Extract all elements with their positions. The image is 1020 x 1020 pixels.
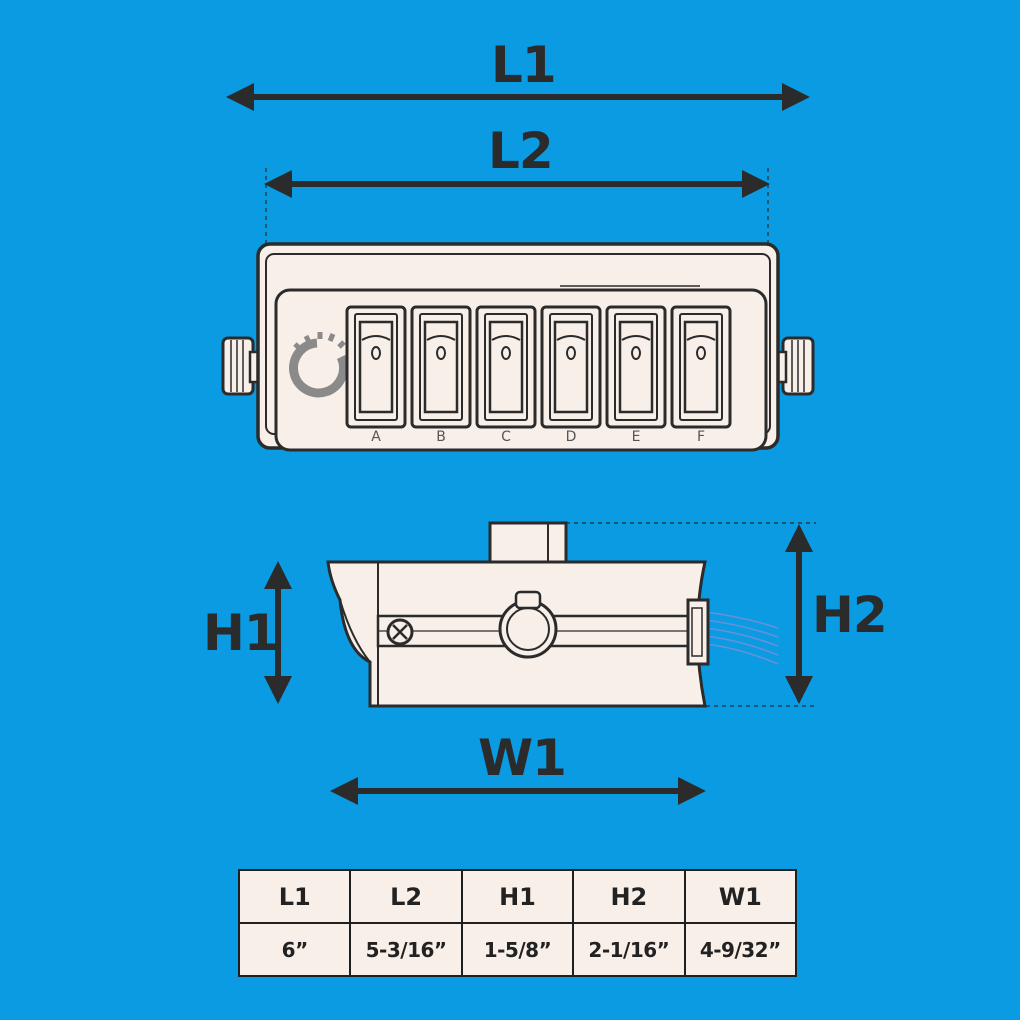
rocker-switch-c[interactable] bbox=[475, 305, 537, 429]
switch-label-e: E bbox=[631, 429, 641, 445]
dimension-spec-table: L1 L2 H1 H2 W1 6” 5-3/16” 1-5/8” 2-1/16”… bbox=[237, 869, 798, 977]
table-header-row: L1 L2 H1 H2 W1 bbox=[237, 869, 798, 924]
rocker-switch-d[interactable] bbox=[540, 305, 602, 429]
value-h1: 1-5/8” bbox=[460, 922, 575, 977]
header-l2: L2 bbox=[349, 869, 463, 924]
value-l2: 5-3/16” bbox=[349, 922, 463, 977]
h2-extension-lines bbox=[566, 522, 816, 707]
l2-label: L2 bbox=[488, 122, 554, 180]
value-l1: 6” bbox=[237, 922, 352, 977]
l1-label: L1 bbox=[491, 36, 557, 94]
h1-label: H1 bbox=[203, 604, 279, 662]
w1-label: W1 bbox=[478, 729, 567, 787]
switch-label-b: B bbox=[436, 429, 446, 445]
left-knob-icon bbox=[221, 336, 264, 396]
l2-extension-lines bbox=[265, 168, 769, 245]
screw-icon bbox=[386, 618, 414, 646]
rocker-switch-b[interactable] bbox=[410, 305, 472, 429]
right-knob-icon bbox=[772, 336, 815, 396]
header-h2: H2 bbox=[572, 869, 686, 924]
header-w1: W1 bbox=[683, 869, 798, 924]
switch-label-c: C bbox=[501, 429, 511, 445]
switch-label-a: A bbox=[371, 429, 381, 445]
rocker-switch-a[interactable] bbox=[345, 305, 407, 429]
table-value-row: 6” 5-3/16” 1-5/8” 2-1/16” 4-9/32” bbox=[237, 922, 798, 977]
h1-arrow bbox=[264, 561, 292, 704]
l2-arrow bbox=[264, 170, 770, 198]
h2-arrow bbox=[785, 524, 813, 704]
l1-arrow bbox=[226, 83, 810, 111]
wire-bundle bbox=[704, 611, 779, 665]
header-l1: L1 bbox=[237, 869, 352, 924]
switch-label-f: F bbox=[696, 429, 706, 445]
segmented-ring-logo-icon bbox=[289, 332, 349, 398]
front-view-panel bbox=[221, 242, 815, 452]
h2-label: H2 bbox=[812, 586, 888, 644]
side-knob-icon bbox=[498, 590, 558, 659]
side-view-body bbox=[326, 521, 779, 708]
switch-label-d: D bbox=[565, 429, 577, 445]
rocker-switch-e[interactable] bbox=[605, 305, 667, 429]
value-h2: 2-1/16” bbox=[572, 922, 686, 977]
header-h1: H1 bbox=[460, 869, 575, 924]
rocker-switch-f[interactable] bbox=[670, 305, 732, 429]
value-w1: 4-9/32” bbox=[683, 922, 798, 977]
w1-arrow bbox=[330, 777, 706, 805]
